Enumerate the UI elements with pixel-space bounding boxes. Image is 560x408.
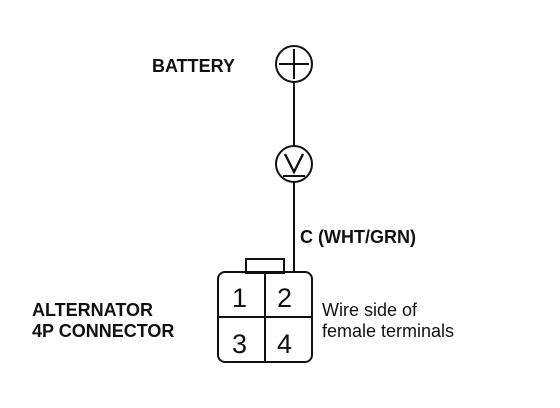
connector-name-line2: 4P CONNECTOR — [32, 321, 174, 341]
wire-label: C (WHT/GRN) — [300, 227, 416, 247]
pin-1: 1 — [232, 283, 247, 313]
battery-label: BATTERY — [152, 56, 235, 76]
voltmeter-icon — [275, 145, 313, 183]
terminal-note-line1: Wire side of — [322, 300, 418, 320]
battery-positive-icon — [275, 45, 313, 83]
terminal-note-line2: female terminals — [322, 321, 454, 341]
pin-3: 3 — [232, 329, 247, 359]
pin-4: 4 — [277, 329, 292, 359]
alternator-connector: 1 2 3 4 — [217, 258, 313, 363]
connector-name-line1: ALTERNATOR — [32, 300, 153, 320]
connector-lock-tab — [245, 258, 285, 274]
pin-2: 2 — [277, 283, 292, 313]
